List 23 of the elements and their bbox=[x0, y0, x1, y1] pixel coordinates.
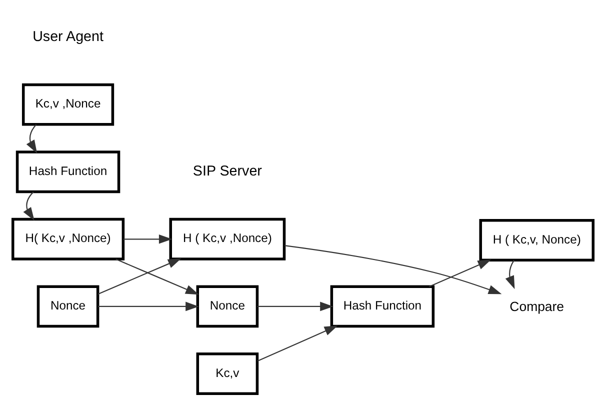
arrow bbox=[98, 258, 182, 294]
arrow bbox=[284, 244, 502, 294]
arrow bbox=[257, 325, 338, 362]
node-box: Kc,v bbox=[196, 352, 259, 394]
node-box: Hash Function bbox=[330, 284, 435, 328]
node-box: Kc,v ,Nonce bbox=[22, 82, 114, 126]
node-box: H ( Kc,v, Nonce) bbox=[479, 218, 594, 261]
node-box: Hash Function bbox=[16, 150, 120, 193]
arrow bbox=[505, 259, 515, 289]
label: SIP Server bbox=[192, 163, 262, 180]
node-box: Nonce bbox=[196, 284, 259, 328]
arrow bbox=[116, 258, 199, 294]
arrow bbox=[26, 124, 38, 153]
arrow bbox=[23, 190, 34, 220]
node-box: H ( Kc,v ,Nonce) bbox=[169, 217, 286, 260]
node-box: Nonce bbox=[36, 284, 100, 328]
arrow bbox=[123, 234, 172, 244]
node-box: H( Kc,v ,Nonce) bbox=[11, 217, 125, 260]
arrow bbox=[98, 301, 199, 311]
arrow bbox=[428, 259, 492, 287]
arrow bbox=[257, 301, 334, 311]
node-text: Compare bbox=[510, 298, 564, 314]
label: User Agent bbox=[32, 28, 104, 45]
